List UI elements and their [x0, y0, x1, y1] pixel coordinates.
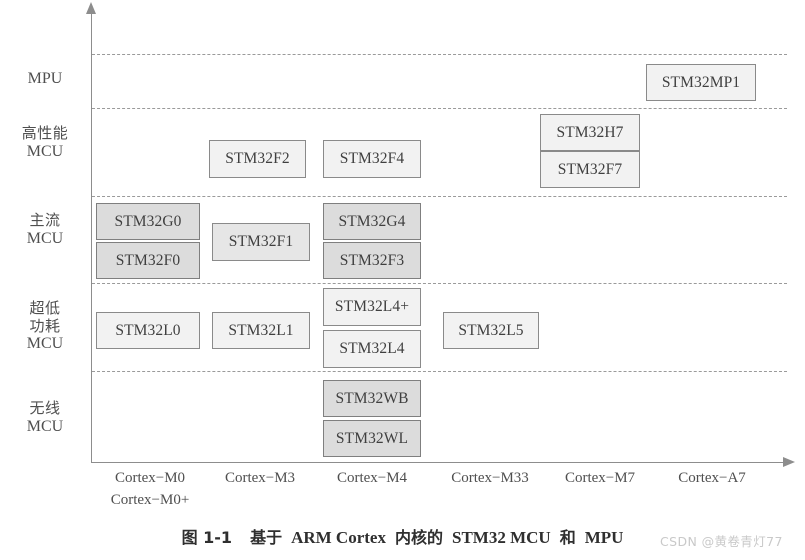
caption-lat-3: MPU: [584, 528, 624, 547]
xtick-cortex-m4-line1: Cortex−M4: [336, 470, 408, 486]
row-label-mpu-line1: MPU: [27, 70, 63, 87]
row-label-high-performance-line2: MCU: [26, 142, 64, 160]
caption-cjk-3: 和: [559, 528, 576, 547]
csdn-watermark: CSDN @黄卷青灯77: [660, 534, 783, 549]
chip-stm32f3[interactable]: STM32F3: [323, 242, 421, 279]
row-label-high-performance: 高性能 MCU: [6, 124, 84, 162]
row-label-low-power-line2: 功耗: [29, 316, 61, 335]
band-separator-mpu-highperf: [92, 108, 787, 109]
chip-stm32l1[interactable]: STM32L1: [212, 312, 310, 349]
chip-stm32f1[interactable]: STM32F1: [212, 223, 310, 261]
chip-stm32wb[interactable]: STM32WB: [323, 380, 421, 417]
xtick-cortex-a7-line1: Cortex−A7: [678, 470, 746, 486]
band-separator-lowpower-wireless: [92, 371, 787, 372]
chip-stm32wl[interactable]: STM32WL: [323, 420, 421, 457]
figure-caption: 图 1-1 基于 ARM Cortex 内核的 STM32 MCU 和 MPU: [0, 524, 805, 548]
xtick-cortex-m0-line1: Cortex−M0: [114, 470, 186, 486]
x-axis-line: [91, 462, 786, 463]
chip-stm32f2[interactable]: STM32F2: [209, 140, 306, 178]
xtick-cortex-m7-line1: Cortex−M7: [564, 470, 636, 486]
xtick-cortex-m3: Cortex−M3: [208, 468, 312, 490]
xtick-cortex-m0: Cortex−M0 Cortex−M0+: [98, 468, 202, 512]
chip-stm32f7[interactable]: STM32F7: [540, 151, 640, 188]
chip-stm32l4plus[interactable]: STM32L4+: [323, 288, 421, 326]
xtick-cortex-m4: Cortex−M4: [320, 468, 424, 490]
row-label-mainstream: 主流 MCU: [6, 211, 84, 249]
row-label-mpu: MPU: [6, 70, 84, 89]
row-label-low-power-line1: 超低: [29, 299, 61, 317]
xtick-cortex-m33: Cortex−M33: [435, 468, 545, 490]
row-label-wireless: 无线 MCU: [6, 399, 84, 437]
chip-stm32g0[interactable]: STM32G0: [96, 203, 200, 240]
caption-cjk-1: 基于: [250, 528, 283, 547]
caption-lat-1: ARM Cortex: [291, 528, 386, 547]
caption-lat-2: STM32 MCU: [451, 528, 551, 547]
band-separator-top: [92, 54, 787, 55]
row-label-wireless-line2: MCU: [26, 417, 64, 435]
chip-stm32l5[interactable]: STM32L5: [443, 312, 539, 349]
xtick-cortex-m7: Cortex−M7: [548, 468, 652, 490]
band-separator-highperf-mainstream: [92, 196, 787, 197]
row-label-low-power: 超低 功耗 MCU: [6, 299, 84, 354]
chip-stm32f4[interactable]: STM32F4: [323, 140, 421, 178]
caption-cjk-2: 内核的: [394, 528, 443, 547]
caption-index: 图 1-1: [181, 528, 233, 547]
chip-stm32f0[interactable]: STM32F0: [96, 242, 200, 279]
chip-stm32h7[interactable]: STM32H7: [540, 114, 640, 151]
row-label-mainstream-line1: 主流: [29, 211, 61, 229]
chip-stm32l4[interactable]: STM32L4: [323, 330, 421, 368]
x-axis-arrow-icon: [783, 457, 795, 467]
y-axis-line: [91, 12, 92, 463]
band-separator-mainstream-lowpower: [92, 283, 787, 284]
xtick-cortex-a7: Cortex−A7: [660, 468, 764, 490]
row-label-wireless-line1: 无线: [29, 399, 61, 417]
chip-stm32g4[interactable]: STM32G4: [323, 203, 421, 240]
row-label-high-performance-line1: 高性能: [21, 124, 69, 142]
row-label-low-power-line3: MCU: [26, 335, 64, 353]
row-label-mainstream-line2: MCU: [26, 229, 64, 247]
xtick-cortex-m0-line2: Cortex−M0+: [110, 491, 190, 508]
xtick-cortex-m33-line1: Cortex−M33: [451, 470, 529, 486]
xtick-cortex-m3-line1: Cortex−M3: [224, 470, 296, 486]
y-axis-arrow-icon: [86, 2, 96, 14]
chip-stm32mp1[interactable]: STM32MP1: [646, 64, 756, 101]
chip-stm32l0[interactable]: STM32L0: [96, 312, 200, 349]
